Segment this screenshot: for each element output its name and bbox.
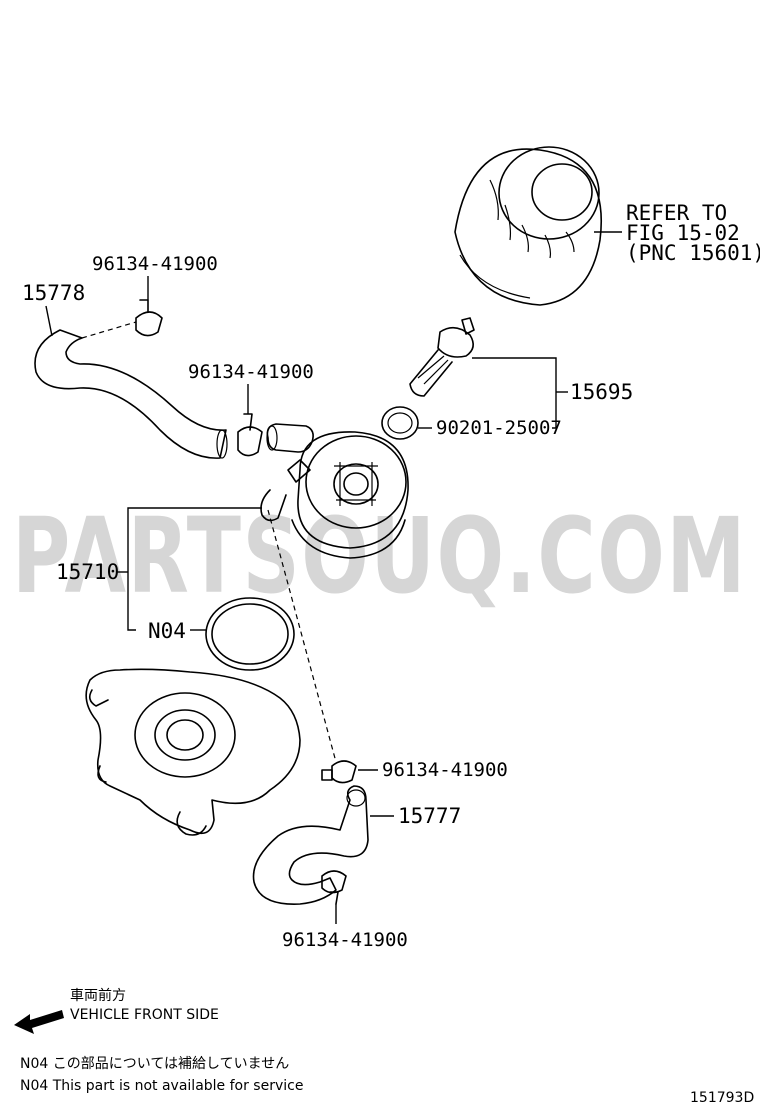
note-en: N04 This part is not available for servi… [20,1078,303,1094]
arrow-left-icon [14,1010,64,1034]
clamp-lower-drawing[interactable] [321,760,357,784]
figure-id: 151793D [690,1090,754,1106]
clamp-top-drawing[interactable] [135,299,163,337]
pnc-15695-label[interactable]: 15695 [570,380,633,404]
hose-15777-label[interactable]: 15777 [398,804,461,828]
direction-jp: 車両前方 [70,987,126,1004]
clamp-bottom-drawing[interactable] [321,870,347,905]
hose-15778-drawing[interactable] [34,329,227,459]
hose-15778-label[interactable]: 15778 [22,281,85,305]
refer-label-1: REFER TO [626,201,727,225]
leader-lines [45,231,622,924]
pnc-15710-label[interactable]: 15710 [56,560,119,584]
union-bolt-drawing[interactable] [409,317,475,397]
refer-label-3: (PNC 15601) [626,241,760,265]
oil-cooler-drawing[interactable] [287,431,409,559]
watermark: PARTSOUQ.COM [12,495,747,617]
clamp-mid-drawing[interactable] [237,413,263,457]
o-ring-drawing[interactable] [381,406,419,440]
clamp-top-label[interactable]: 96134-41900 [92,253,218,275]
clamp-bottom-label[interactable]: 96134-41900 [282,929,408,951]
dashed-guides [81,321,337,763]
clamp-lower-label[interactable]: 96134-41900 [382,759,508,781]
direction-en: VEHICLE FRONT SIDE [70,1007,219,1023]
refer-label-2: FIG 15-02 [626,221,740,245]
n04-label[interactable]: N04 [148,619,186,643]
part-90201-label[interactable]: 90201-25007 [436,417,562,439]
note-jp: N04 この部品については補給していません [20,1056,289,1072]
hose-15777-drawing[interactable] [252,785,369,905]
engine-bracket-drawing[interactable] [85,668,301,836]
gasket-n04-drawing[interactable] [205,597,295,671]
clamp-mid-label[interactable]: 96134-41900 [188,361,314,383]
pipe-fitting-drawing[interactable] [260,423,314,522]
oil-filter-drawing[interactable] [454,146,602,306]
